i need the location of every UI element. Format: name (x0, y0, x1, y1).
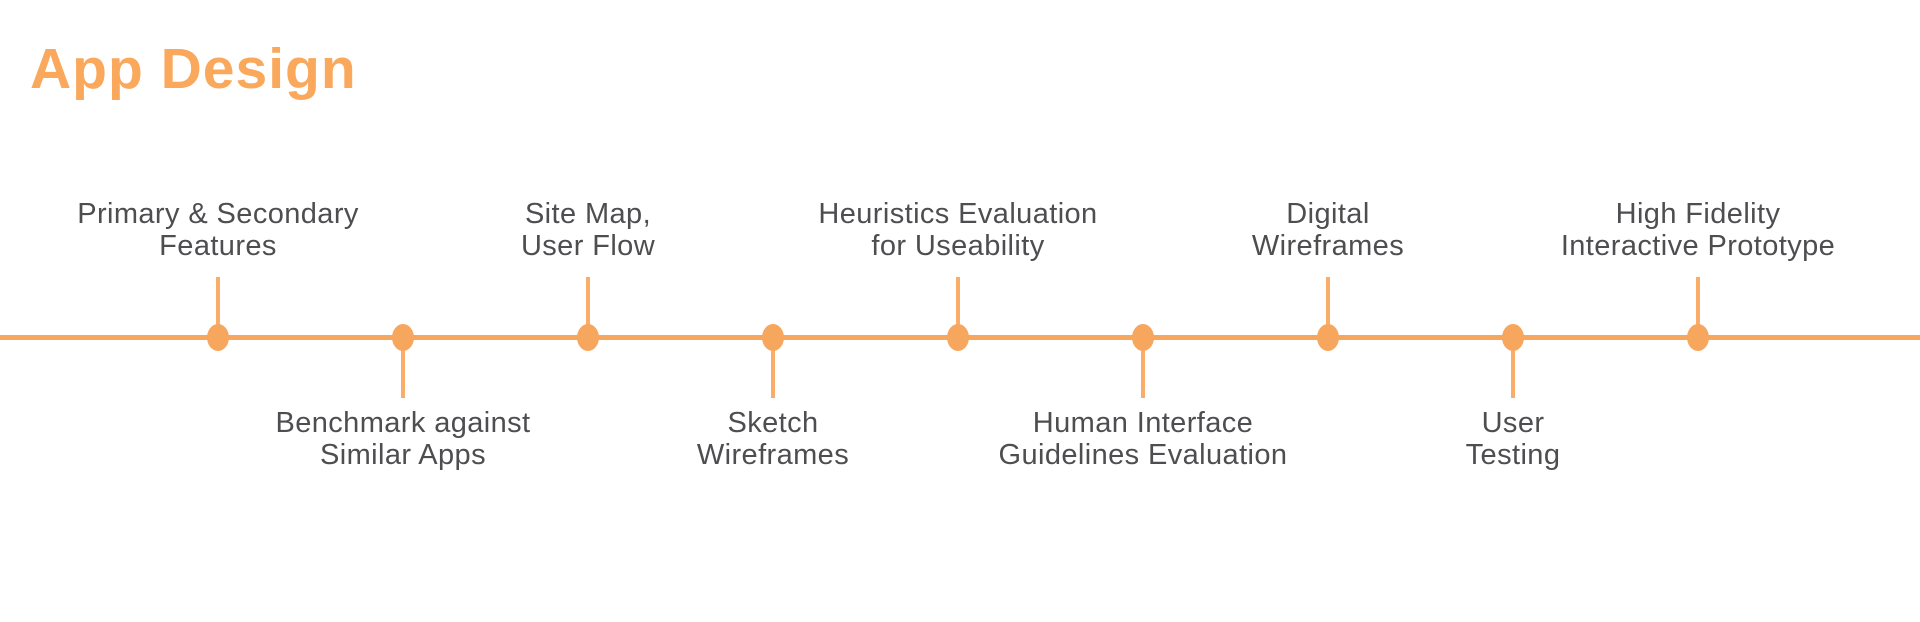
milestone-label: Primary & Secondary Features (77, 198, 359, 262)
milestone-dot (1132, 324, 1154, 351)
milestone-connector (216, 277, 220, 331)
milestone-connector (1696, 277, 1700, 331)
milestone-dot (762, 324, 784, 351)
milestone-connector (1511, 344, 1515, 398)
milestone-connector (956, 277, 960, 331)
milestone-dot (1502, 324, 1524, 351)
milestone-label: Benchmark against Similar Apps (275, 407, 531, 471)
milestone-label: Site Map, User Flow (520, 198, 656, 262)
milestone-dot (947, 324, 969, 351)
milestone-label: Heuristics Evaluation for Useability (818, 198, 1098, 262)
milestone-label: Human Interface Guidelines Evaluation (998, 407, 1288, 471)
milestone-connector (586, 277, 590, 331)
page-title: App Design (30, 37, 357, 101)
milestone-connector (401, 344, 405, 398)
milestone-dot (1687, 324, 1709, 351)
milestone-label: User Testing (1465, 407, 1561, 471)
milestone-dot (392, 324, 414, 351)
milestone-dot (207, 324, 229, 351)
milestone-connector (771, 344, 775, 398)
milestone-connector (1141, 344, 1145, 398)
milestone-dot (577, 324, 599, 351)
milestone-dot (1317, 324, 1339, 351)
milestone-connector (1326, 277, 1330, 331)
milestone-label: High Fidelity Interactive Prototype (1560, 198, 1836, 262)
milestone-label: Sketch Wireframes (696, 407, 850, 471)
milestone-label: Digital Wireframes (1251, 198, 1405, 262)
